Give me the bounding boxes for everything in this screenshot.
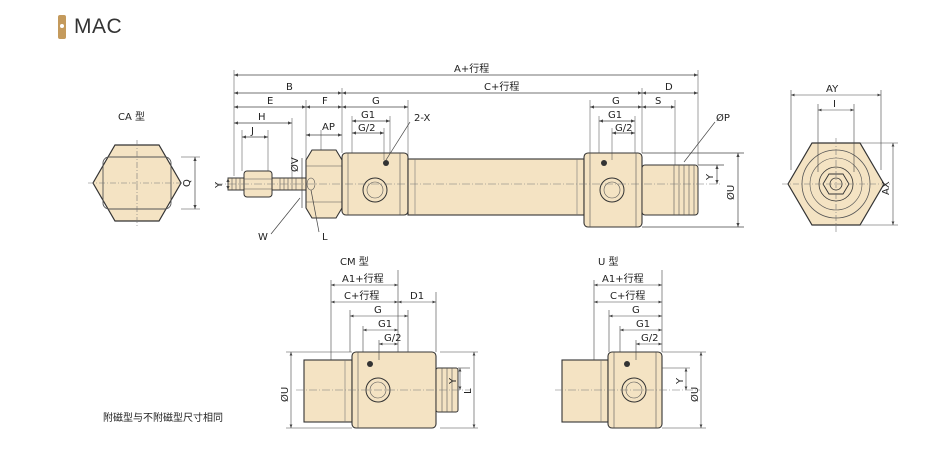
dim-ay: AY [826, 84, 839, 95]
dim-g-left: G [372, 96, 380, 107]
cm-l: L [463, 388, 474, 394]
u-a1-stroke: A1+行程 [602, 272, 644, 285]
dim-e: E [267, 96, 273, 107]
dim-g1-left: G1 [361, 110, 375, 121]
cm-a1-stroke: A1+行程 [342, 272, 384, 285]
front-port [362, 177, 388, 203]
dim-h: H [258, 112, 266, 123]
u-y: Y [675, 377, 686, 385]
bullet-icon [58, 15, 66, 39]
rear-screw [601, 160, 607, 166]
dim-g2-right: G/2 [615, 123, 632, 134]
rear-pin [641, 164, 699, 216]
u-g: G [632, 305, 640, 316]
dim-j: J [250, 126, 254, 137]
u-c-stroke: C+行程 [610, 289, 645, 302]
dim-a-stroke: A+行程 [454, 62, 489, 75]
ca-view: CA 型 Q [88, 110, 200, 226]
u-type-label: U 型 [598, 255, 619, 268]
u-ou: ØU [689, 387, 701, 402]
cm-screw [367, 361, 373, 367]
main-view: A+行程 B C+行程 D E F G G S H AP G1 G/2 2-X … [214, 62, 744, 243]
dim-ap: AP [322, 122, 335, 133]
dim-ax: AX [881, 181, 892, 195]
dim-f: F [322, 96, 328, 107]
rear-port [599, 177, 625, 203]
cm-d1: D1 [410, 291, 424, 302]
page-title: MAC [74, 15, 123, 38]
cm-type-label: CM 型 [340, 255, 369, 268]
ca-type-label: CA 型 [118, 110, 145, 123]
cm-g2: G/2 [384, 333, 401, 344]
ca-q-label: Q [182, 179, 193, 187]
dim-s: S [655, 96, 661, 107]
page-header: MAC [58, 14, 122, 40]
cm-y: Y [448, 377, 459, 385]
dim-ov: ØV [289, 157, 301, 172]
dim-y-left: Y [214, 181, 225, 189]
dim-y-right: Y [705, 173, 716, 181]
dim-c-stroke: C+行程 [484, 80, 519, 93]
cm-g1: G1 [378, 319, 392, 330]
dim-2x: 2-X [414, 113, 430, 124]
dim-ou: ØU [725, 185, 737, 200]
dim-op: ØP [716, 112, 730, 124]
u-g2: G/2 [641, 333, 658, 344]
dim-i: I [833, 99, 836, 110]
footnote: 附磁型与不附磁型尺寸相同 [103, 411, 223, 424]
cm-ou: ØU [279, 387, 291, 402]
cm-view: CM 型 [279, 255, 478, 429]
dim-b: B [286, 82, 293, 93]
dim-g2-left: G/2 [358, 123, 375, 134]
dim-g1-right: G1 [608, 110, 622, 121]
u-g1: G1 [636, 319, 650, 330]
cm-g: G [374, 305, 382, 316]
end-view: AY I AX [782, 84, 898, 232]
u-view: U 型 A1+行程 C+行程 G G1 [555, 255, 706, 429]
front-screw [383, 160, 389, 166]
dim-w: W [258, 232, 268, 243]
cylinder-tube [407, 158, 585, 216]
dim-g-right: G [612, 96, 620, 107]
dim-l: L [322, 232, 328, 243]
u-screw [624, 361, 630, 367]
cm-c-stroke: C+行程 [344, 289, 379, 302]
dim-d: D [665, 82, 673, 93]
